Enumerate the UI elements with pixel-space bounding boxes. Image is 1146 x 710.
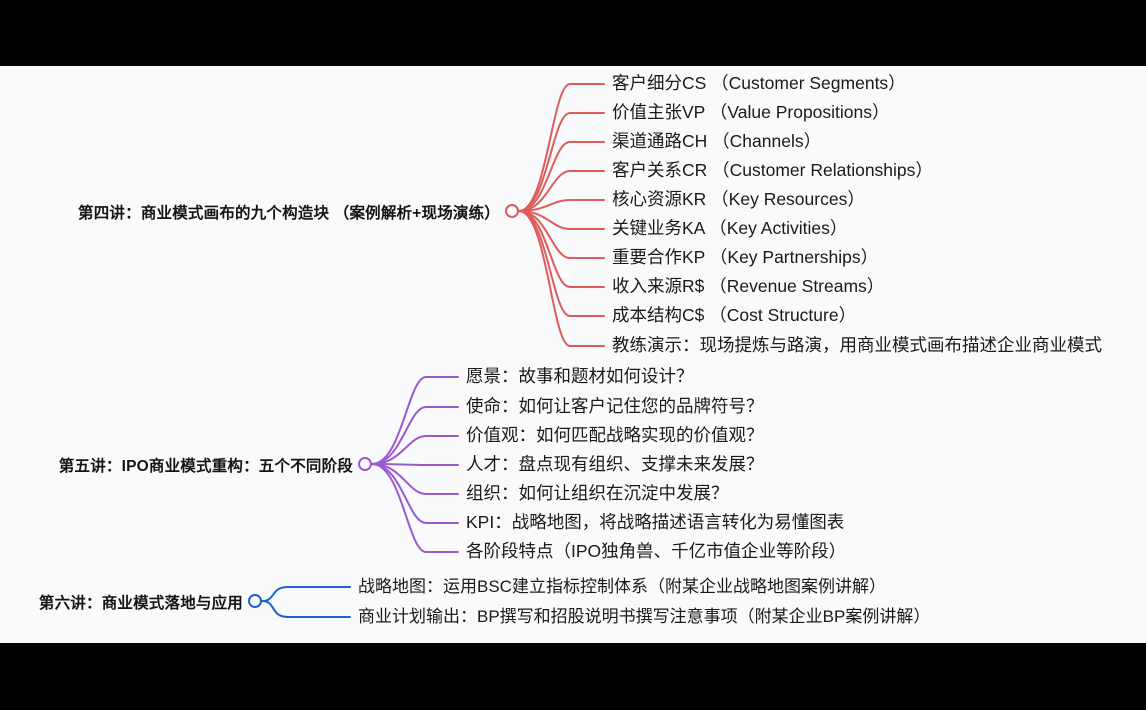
- branch-edge: [518, 83, 605, 212]
- root-node-label-lecture-5[interactable]: 第五讲：IPO商业模式重构：五个不同阶段: [58, 458, 353, 475]
- branch-edge: [261, 600, 351, 618]
- branch-edge: [518, 210, 605, 288]
- leaf-node-label[interactable]: 使命：如何让客户记住您的品牌符号？: [466, 396, 764, 416]
- leaf-node-label[interactable]: 渠道通路CH （Channels）: [612, 131, 822, 151]
- branch-edge: [518, 199, 605, 212]
- leaf-node-label[interactable]: 价值观：如何匹配战略实现的价值观？: [466, 425, 764, 445]
- leaf-node-label[interactable]: 收入来源R$ （Revenue Streams）: [612, 276, 885, 296]
- leaf-node-label[interactable]: 各阶段特点（IPO独角兽、千亿市值企业等阶段）: [466, 541, 847, 561]
- mindmap-canvas[interactable]: 第四讲：商业模式画布的九个构造块 （案例解析+现场演练） 客户细分CS （Cust…: [0, 66, 1146, 643]
- leaf-node-label[interactable]: KPI：战略地图，将战略描述语言转化为易懂图表: [466, 512, 845, 532]
- branch-edge: [371, 463, 459, 524]
- branch-edge: [371, 376, 459, 465]
- leaf-node-label[interactable]: 重要合作KP （Key Partnerships）: [612, 247, 879, 267]
- root-node-label-lecture-6[interactable]: 第六讲：商业模式落地与应用: [38, 595, 243, 612]
- branch-edge: [371, 435, 459, 465]
- leaf-node-label[interactable]: 教练演示：现场提炼与路演，用商业模式画布描述企业商业模式: [612, 335, 1102, 355]
- branch-node-circle-lecture-4[interactable]: [505, 204, 519, 218]
- branch-edge: [518, 141, 605, 212]
- branch-edge: [371, 463, 459, 553]
- branch-edge: [518, 210, 605, 317]
- branch-edge: [371, 463, 459, 495]
- branch-edge: [518, 210, 605, 259]
- branch-edge: [518, 112, 605, 212]
- branch-edge: [371, 463, 459, 466]
- leaf-node-label[interactable]: 人才：盘点现有组织、支撑未来发展？: [466, 454, 764, 474]
- leaf-node-label[interactable]: 价值主张VP （Value Propositions）: [612, 102, 890, 122]
- letterbox-top-bar: [0, 0, 1146, 66]
- letterbox-bottom-bar: [0, 643, 1146, 710]
- branch-edge: [518, 210, 605, 347]
- branch-edge: [371, 406, 459, 465]
- branch-edge: [518, 210, 605, 230]
- leaf-node-label[interactable]: 关键业务KA （Key Activities）: [612, 218, 848, 238]
- leaf-node-label[interactable]: 客户细分CS （Customer Segments）: [612, 73, 906, 93]
- leaf-node-label[interactable]: 商业计划输出：BP撰写和招股说明书撰写注意事项（附某企业BP案例讲解）: [358, 607, 931, 626]
- leaf-node-label[interactable]: 成本结构C$ （Cost Structure）: [612, 305, 857, 325]
- leaf-node-label[interactable]: 组织：如何让组织在沉淀中发展？: [466, 483, 729, 503]
- leaf-node-label[interactable]: 愿景：故事和题材如何设计？: [466, 366, 694, 386]
- leaf-node-label[interactable]: 客户关系CR （Customer Relationships）: [612, 160, 933, 180]
- leaf-node-label[interactable]: 战略地图：运用BSC建立指标控制体系（附某企业战略地图案例讲解）: [358, 577, 886, 596]
- branch-edge: [518, 170, 605, 212]
- branch-node-circle-lecture-5[interactable]: [358, 457, 372, 471]
- branch-node-circle-lecture-6[interactable]: [248, 594, 262, 608]
- leaf-node-label[interactable]: 核心资源KR （Key Resources）: [612, 189, 865, 209]
- root-node-label-lecture-4[interactable]: 第四讲：商业模式画布的九个构造块 （案例解析+现场演练）: [78, 205, 500, 222]
- branch-edge: [261, 586, 351, 602]
